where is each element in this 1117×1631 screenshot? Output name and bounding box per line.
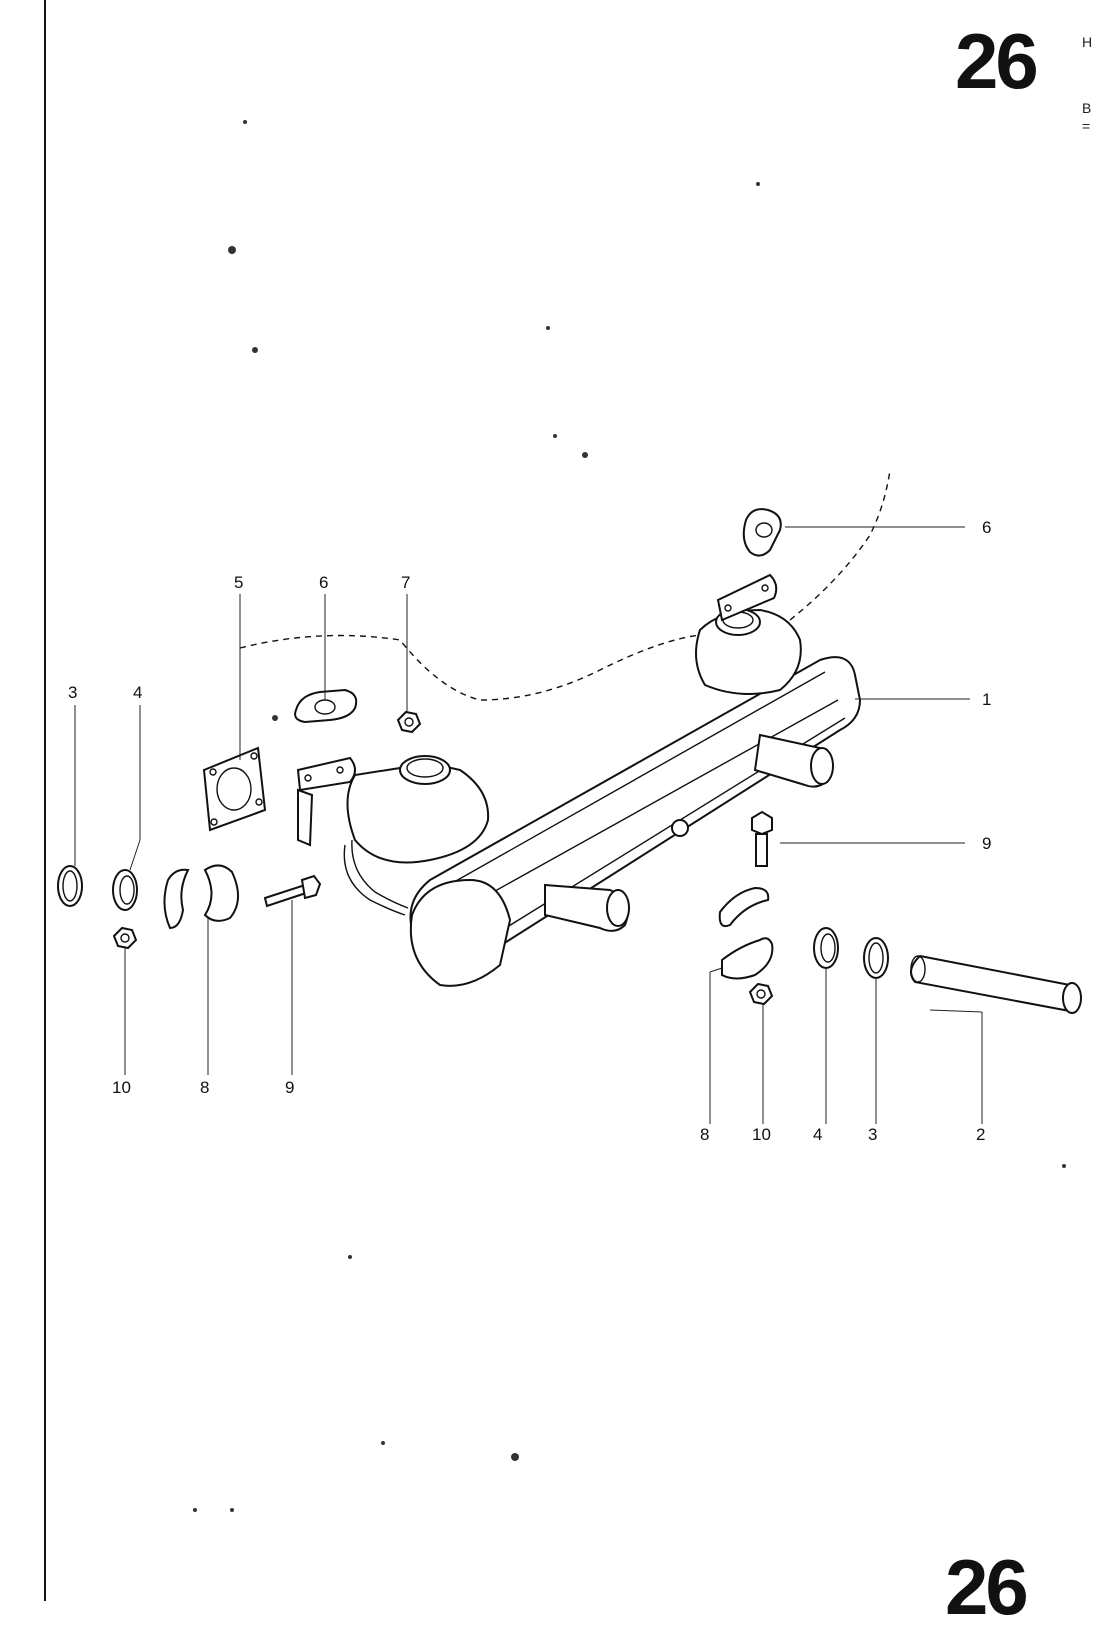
- nut-left-10: [112, 926, 138, 950]
- muffler-assembly: [239, 469, 891, 987]
- cropped-side-text: =: [1082, 118, 1091, 134]
- callout-1: 1: [982, 690, 991, 709]
- callout-9-left: 9: [285, 1078, 294, 1097]
- page-number: 26: [955, 17, 1039, 105]
- callout-6-right: 6: [982, 518, 991, 537]
- nut-right-10: [748, 982, 774, 1006]
- clamp-left-b-8: [203, 864, 239, 922]
- callout-8-left: 8: [200, 1078, 209, 1097]
- ring-left-4: [112, 869, 138, 911]
- cropped-side-text: H: [1082, 34, 1093, 50]
- callout-3-right: 3: [868, 1125, 877, 1144]
- page-number-bottom-cropped: 26: [945, 1543, 1029, 1631]
- page-binding-line: [44, 0, 46, 1601]
- scan-noise: [193, 120, 1066, 1512]
- gasket-6-right: [742, 508, 782, 557]
- callout-4-left: 4: [133, 683, 142, 702]
- gasket-5: [202, 746, 267, 832]
- callout-6-top: 6: [319, 573, 328, 592]
- callout-7: 7: [401, 573, 410, 592]
- callout-10-right: 10: [752, 1125, 771, 1144]
- callout-2: 2: [976, 1125, 985, 1144]
- clamp-left-a: [163, 868, 190, 930]
- nut-7: [396, 710, 422, 734]
- callout-10-left: 10: [112, 1078, 131, 1097]
- ring-right-4: [813, 927, 839, 969]
- tailpipe: [910, 954, 1082, 1014]
- ring-left-3: [57, 865, 83, 907]
- callout-labels: 1 2 3 3 4 4 5 6 6 7 8 8 9 9 10 10: [68, 518, 991, 1144]
- bolt-left-9: [263, 874, 322, 908]
- clamp-right-b-8: [721, 937, 774, 980]
- callout-4-right: 4: [813, 1125, 822, 1144]
- callout-8-right: 8: [700, 1125, 709, 1144]
- leader-lines: [74, 526, 983, 1124]
- clamp-right-a: [718, 886, 770, 928]
- callout-5: 5: [234, 573, 243, 592]
- bolt-right-9: [751, 810, 773, 867]
- gasket-6-left: [294, 688, 358, 724]
- cropped-side-text: B: [1082, 100, 1092, 116]
- callout-3-left: 3: [68, 683, 77, 702]
- callout-9-right: 9: [982, 834, 991, 853]
- ring-right-3: [863, 937, 889, 979]
